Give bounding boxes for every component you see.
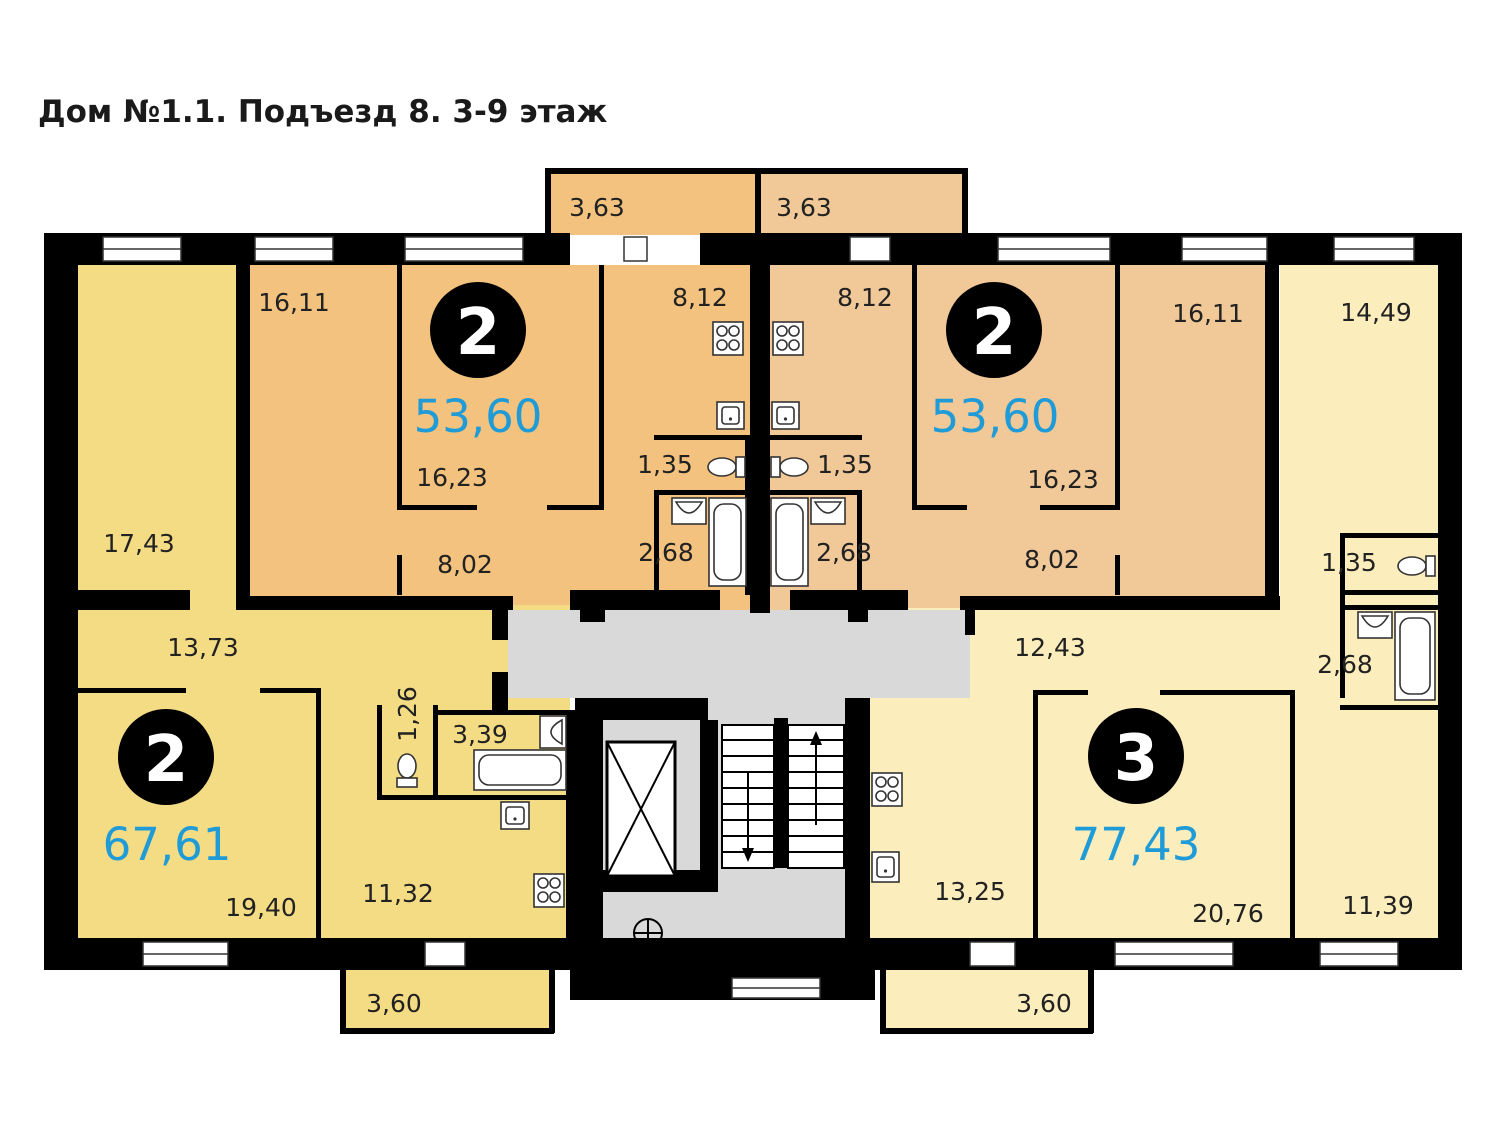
room-area-label: 2,68 bbox=[1317, 650, 1373, 679]
kitchen-sink-icon bbox=[716, 401, 745, 430]
apartment-right-hall-ext bbox=[965, 608, 1285, 698]
room-area-label: 13,73 bbox=[167, 633, 239, 662]
stair-down-arrow-icon bbox=[742, 848, 754, 862]
room-area-label: 19,40 bbox=[225, 893, 297, 922]
room-area-label: 3,63 bbox=[569, 193, 625, 222]
rooms-badge: 2 bbox=[946, 282, 1042, 378]
washbasin-icon bbox=[1357, 611, 1393, 639]
room-area-label: 16,11 bbox=[258, 288, 330, 317]
windows bbox=[102, 236, 1415, 999]
room-area-label: 8,12 bbox=[672, 283, 728, 312]
room-area-label: 14,49 bbox=[1340, 298, 1412, 327]
crosshair-icon bbox=[633, 918, 663, 948]
room-area-label: 8,02 bbox=[437, 550, 493, 579]
room-area-label: 16,11 bbox=[1172, 299, 1244, 328]
toilet-icon bbox=[770, 456, 809, 478]
room-area-label: 3,60 bbox=[1016, 989, 1072, 1018]
room-area-label: 1,26 bbox=[393, 686, 422, 742]
room-area-label: 13,25 bbox=[934, 877, 1006, 906]
stove-icon bbox=[871, 772, 903, 807]
kitchen-sink-icon bbox=[771, 401, 800, 430]
svg-text:2: 2 bbox=[144, 723, 189, 797]
room-area-label: 1,35 bbox=[817, 450, 873, 479]
staircase bbox=[721, 724, 845, 869]
apartment-bottom-left-room-a bbox=[78, 265, 238, 605]
room-area-label: 3,39 bbox=[452, 720, 508, 749]
kitchen-sink-icon bbox=[871, 851, 900, 883]
apartment-right-room-a bbox=[1280, 265, 1438, 610]
room-area-label: 3,60 bbox=[366, 989, 422, 1018]
washbasin-icon bbox=[539, 715, 567, 749]
rooms-badge: 2 bbox=[118, 709, 214, 805]
common-corridor bbox=[508, 610, 970, 698]
room-area-label: 8,12 bbox=[837, 283, 893, 312]
room-area-label: 12,43 bbox=[1014, 633, 1086, 662]
room-area-label: 17,43 bbox=[103, 529, 175, 558]
apartment-total-area: 53,60 bbox=[414, 390, 543, 443]
svg-text:2: 2 bbox=[972, 296, 1017, 370]
stove-icon bbox=[772, 321, 804, 356]
svg-text:2: 2 bbox=[456, 296, 501, 370]
stair-up-arrow-icon bbox=[810, 731, 822, 745]
elevator-shaft bbox=[605, 740, 677, 878]
washbasin-icon bbox=[810, 497, 846, 525]
rooms-badge: 3 bbox=[1088, 708, 1184, 804]
room-area-label: 20,76 bbox=[1192, 899, 1264, 928]
room-area-label: 1,35 bbox=[1321, 548, 1377, 577]
room-area-label: 11,39 bbox=[1342, 891, 1414, 920]
page-title: Дом №1.1. Подъезд 8. 3-9 этаж bbox=[38, 94, 607, 130]
room-area-label: 3,63 bbox=[776, 193, 832, 222]
kitchen-sink-icon bbox=[500, 801, 530, 830]
bathtub-icon bbox=[708, 497, 747, 587]
stove-icon bbox=[533, 873, 565, 908]
room-area-label: 11,32 bbox=[362, 879, 434, 908]
bathtub-icon bbox=[1394, 611, 1436, 701]
apartment-total-area: 77,43 bbox=[1072, 818, 1201, 871]
room-area-labels: 3,63 3,63 8,12 8,12 16,11 16,23 8,02 1,3… bbox=[103, 193, 1414, 1018]
bathtub-icon bbox=[473, 749, 567, 791]
toilet-icon bbox=[1397, 555, 1436, 577]
rooms-badge: 2 bbox=[430, 282, 526, 378]
bathtub-icon bbox=[770, 497, 809, 587]
balcony-right bbox=[883, 965, 1088, 1030]
room-area-label: 1,35 bbox=[637, 450, 693, 479]
toilet-icon bbox=[707, 456, 746, 478]
balcony-bottom-left bbox=[345, 965, 550, 1030]
room-area-label: 2,68 bbox=[638, 538, 694, 567]
washbasin-icon bbox=[671, 497, 707, 525]
room-area-label: 16,23 bbox=[1027, 465, 1099, 494]
balcony-top-left bbox=[548, 170, 755, 235]
room-area-label: 16,23 bbox=[416, 463, 488, 492]
apartment-total-area: 53,60 bbox=[931, 390, 1060, 443]
svg-text:3: 3 bbox=[1114, 722, 1159, 796]
toilet-icon bbox=[396, 753, 418, 788]
stove-icon bbox=[712, 321, 744, 356]
apartment-total-area: 67,61 bbox=[103, 818, 232, 871]
room-area-label: 8,02 bbox=[1024, 545, 1080, 574]
balcony-top-right bbox=[760, 170, 965, 235]
room-area-label: 2,68 bbox=[816, 538, 872, 567]
